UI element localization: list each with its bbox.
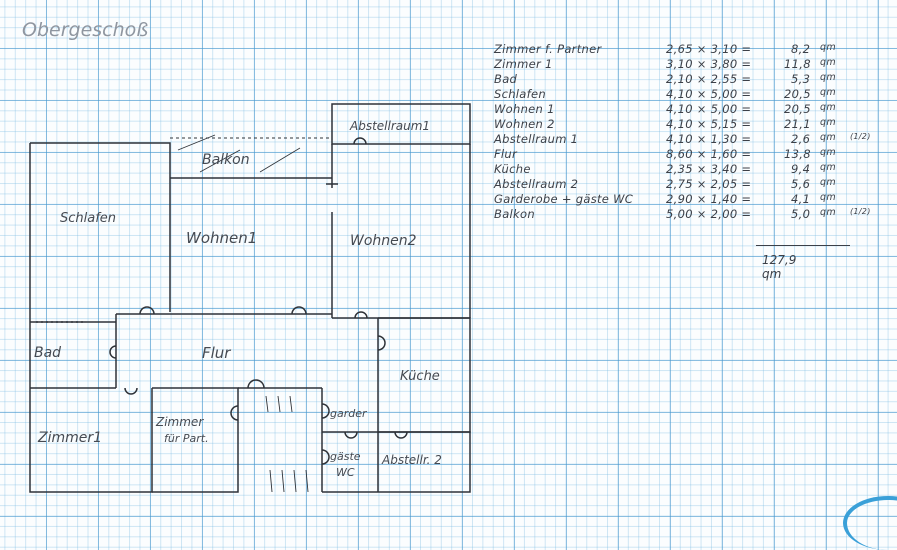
room-label-zimmer1: Zimmer1 — [37, 430, 102, 446]
calc-dimensions: 2,90 × 1,40 = — [666, 192, 752, 206]
calc-area: 20,5 — [784, 87, 811, 101]
calc-unit: qm — [820, 192, 836, 203]
room-label-wohnen1: Wohnen1 — [186, 229, 257, 247]
calc-unit: qm — [820, 207, 836, 218]
room-label-balkon: Balkon — [202, 152, 250, 168]
calc-room-name: Zimmer f. Partner — [494, 42, 602, 56]
room-label-wc: WC — [336, 466, 355, 479]
calc-dimensions: 4,10 × 1,30 = — [666, 132, 752, 146]
calc-area: 13,8 — [784, 147, 811, 161]
room-label-wohnen2: Wohnen2 — [350, 233, 417, 249]
room-label-zimmer-partner-line2: für Part. — [164, 432, 209, 445]
calc-room-name: Küche — [494, 162, 531, 176]
calc-room-name: Flur — [494, 147, 518, 161]
calc-area: 5,3 — [791, 72, 811, 86]
calc-room-name: Garderobe + gäste WC — [494, 192, 634, 206]
calc-dimensions: 2,75 × 2,05 = — [666, 177, 752, 191]
sum-line — [756, 245, 850, 246]
room-label-kueche: Küche — [400, 369, 440, 384]
calc-area: 9,4 — [791, 162, 811, 176]
room-label-schlafen: Schlafen — [60, 211, 116, 226]
calc-room-name: Zimmer 1 — [494, 57, 553, 71]
room-label-flur: Flur — [202, 344, 231, 362]
calc-area: 21,1 — [784, 117, 811, 131]
calc-room-name: Wohnen 2 — [494, 117, 555, 131]
room-label-zimmer-partner-line1: Zimmer — [155, 415, 204, 429]
calc-unit: qm — [820, 72, 836, 83]
room-label-abstellraum1: Abstellraum1 — [349, 119, 430, 133]
plan-title: Obergeschoß — [22, 19, 148, 41]
room-label-abstellraum2: Abstellr. 2 — [381, 453, 442, 467]
floor-plan: Obergeschoß — [22, 19, 471, 493]
calc-dimensions: 4,10 × 5,15 = — [666, 117, 752, 131]
calc-room-name: Wohnen 1 — [494, 102, 555, 116]
calc-unit: qm — [820, 162, 836, 173]
calc-unit: qm — [820, 147, 836, 158]
calc-room-name: Schlafen — [494, 87, 546, 101]
calc-unit: qm — [820, 87, 836, 98]
calc-room-name: Balkon — [494, 207, 535, 221]
calc-note: (1/2) — [850, 207, 871, 216]
calc-dimensions: 2,10 × 2,55 = — [666, 72, 752, 86]
calc-unit: qm — [820, 102, 836, 113]
calc-area: 2,6 — [791, 132, 811, 146]
calc-unit: qm — [820, 117, 836, 128]
calc-area: 20,5 — [784, 102, 811, 116]
calc-area: 8,2 — [791, 42, 811, 56]
calc-dimensions: 4,10 × 5,00 = — [666, 102, 752, 116]
room-label-garderobe: garder — [330, 407, 368, 420]
calc-dimensions: 5,00 × 2,00 = — [666, 207, 752, 221]
calc-dimensions: 3,10 × 3,80 = — [666, 57, 752, 71]
calc-total: 127,9 qm — [762, 253, 797, 281]
room-label-bad: Bad — [34, 345, 61, 361]
calc-dimensions: 2,35 × 3,40 = — [666, 162, 752, 176]
calc-area: 11,8 — [784, 57, 811, 71]
calc-room-name: Bad — [494, 72, 518, 86]
calc-dimensions: 4,10 × 5,00 = — [666, 87, 752, 101]
calc-unit: qm — [820, 57, 836, 68]
calc-dimensions: 8,60 × 1,60 = — [666, 147, 752, 161]
calc-unit: qm — [820, 132, 836, 143]
calc-dimensions: 2,65 × 3,10 = — [666, 42, 752, 56]
calc-room-name: Abstellraum 1 — [494, 132, 579, 146]
room-label-gaeste: gäste — [330, 450, 361, 463]
calc-unit: qm — [820, 42, 836, 53]
calc-room-name: Abstellraum 2 — [494, 177, 579, 191]
calc-area: 5,6 — [791, 177, 811, 191]
calc-area: 5,0 — [791, 207, 811, 221]
calc-area: 4,1 — [791, 192, 811, 206]
calc-note: (1/2) — [850, 132, 871, 141]
calc-unit: qm — [820, 177, 836, 188]
wall-lines — [29, 103, 471, 493]
